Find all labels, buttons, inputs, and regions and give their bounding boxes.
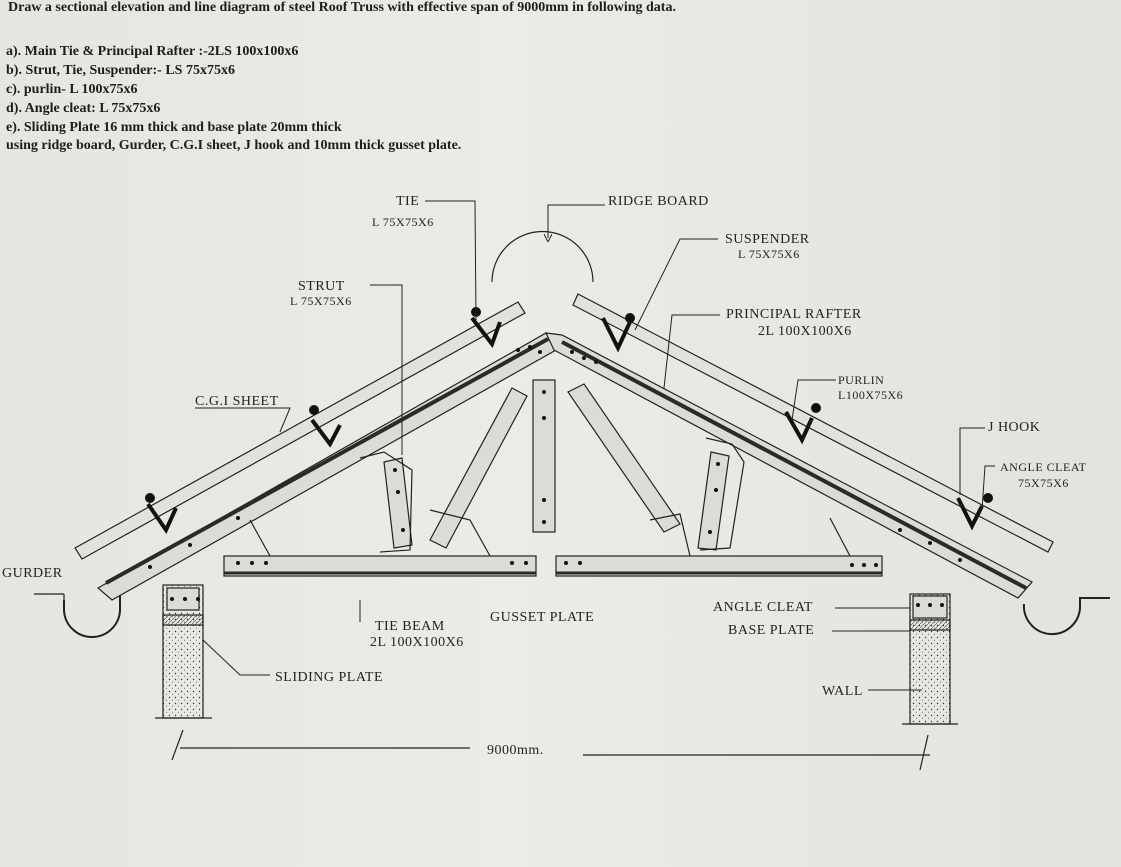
leader-suspender — [634, 238, 718, 331]
cgi-sheet-left — [74, 301, 526, 560]
label-span: 9000mm. — [487, 743, 544, 758]
label-suspender: SUSPENDER — [725, 232, 810, 247]
label-gusset-plate: GUSSET PLATE — [490, 610, 594, 625]
label-principal-rafter-size: 2L 100X100X6 — [758, 324, 852, 339]
tie-beam-left — [223, 555, 537, 577]
gutter-left — [63, 596, 122, 638]
label-purlin-size: L100X75X6 — [838, 388, 903, 402]
label-strut: STRUT — [298, 279, 345, 294]
central-suspender — [532, 379, 556, 533]
label-base-plate: BASE PLATE — [728, 623, 814, 638]
cgi-sheet-right — [572, 293, 1054, 553]
label-suspender-size: L 75X75X6 — [738, 247, 800, 261]
labels: TIE L 75X75X6 RIDGE BOARD SUSPENDER L 75… — [2, 194, 1087, 758]
label-tie-beam: TIE BEAM — [375, 619, 445, 634]
label-angle-cleat-right-size: 75X75X6 — [1018, 476, 1069, 490]
label-strut-size: L 75X75X6 — [290, 294, 352, 308]
leader-sliding-plate — [202, 639, 270, 676]
spec-item-a: a). Main Tie & Principal Rafter :-2LS 10… — [6, 44, 299, 59]
drawing-title: Draw a sectional elevation and line diag… — [8, 0, 676, 15]
j-hooks — [145, 307, 993, 503]
label-ridge-board: RIDGE BOARD — [608, 194, 709, 209]
tie-member-right — [567, 383, 681, 533]
leader-purlin — [791, 379, 836, 421]
spec-item-f: using ridge board, Gurder, C.G.I sheet, … — [6, 138, 462, 153]
label-tie: TIE — [396, 194, 419, 209]
leader-ridge — [548, 204, 605, 238]
label-principal-rafter: PRINCIPAL RAFTER — [726, 307, 862, 322]
leader-strut — [370, 284, 403, 455]
strut-left — [383, 457, 413, 549]
label-sliding-plate: SLIDING PLATE — [275, 670, 383, 685]
label-tie-size: L 75X75X6 — [372, 215, 434, 229]
label-wall: WALL — [822, 684, 863, 699]
purlins — [146, 316, 984, 535]
label-angle-cleat-right: ANGLE CLEAT — [1000, 460, 1087, 474]
spec-item-c: c). purlin- L 100x75x6 — [6, 82, 138, 97]
leader-principal-rafter — [663, 314, 720, 389]
label-cgi-sheet: C.G.I SHEET — [195, 394, 279, 409]
leader-tie — [425, 200, 477, 321]
tie-beam-right — [555, 555, 883, 577]
spec-item-b: b). Strut, Tie, Suspender:- LS 75x75x6 — [6, 63, 235, 78]
tie-member-left — [429, 387, 528, 549]
label-gurder: GURDER — [2, 566, 63, 581]
label-purlin: PURLIN — [838, 373, 884, 387]
ridge-board-arc — [491, 230, 594, 283]
strut-right — [697, 451, 730, 551]
gutter-right — [1022, 597, 1110, 635]
label-tie-beam-size: 2L 100X100X6 — [370, 635, 464, 650]
leader-cgi — [195, 407, 291, 433]
label-j-hook: J HOOK — [988, 420, 1040, 435]
label-angle-cleat-bottom: ANGLE CLEAT — [713, 600, 813, 615]
spec-item-e: e). Sliding Plate 16 mm thick and base p… — [6, 120, 342, 135]
leader-angle-cleat — [981, 465, 995, 511]
bolt-holes — [148, 345, 962, 607]
leader-jhook — [959, 427, 985, 495]
spec-item-d: d). Angle cleat: L 75x75x6 — [6, 101, 161, 116]
